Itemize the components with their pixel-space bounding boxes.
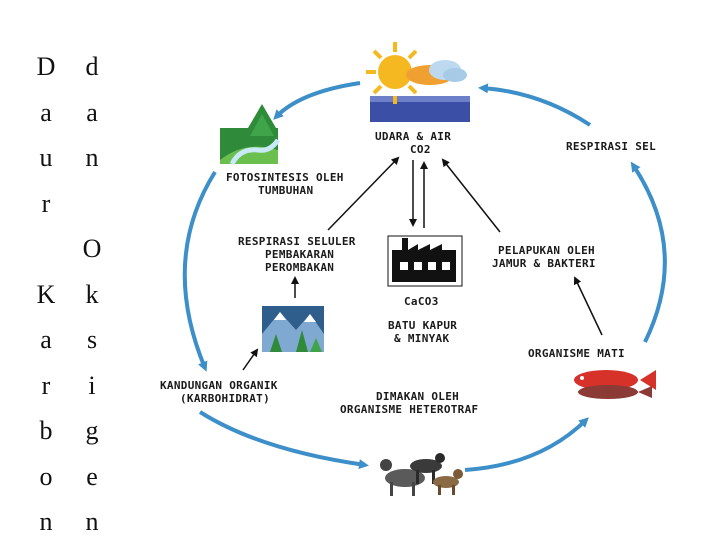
factory-icon: [387, 235, 463, 287]
title-letter: d: [85, 52, 99, 81]
label-batu-kapur-2: & MINYAK: [394, 332, 449, 345]
sun-sky-icon: [366, 42, 470, 122]
arrow-decay-to-co2: [441, 158, 501, 233]
title-letter: i: [88, 370, 96, 400]
label-dimakan-2: ORGANISME HETEROTRAF: [340, 403, 478, 416]
label-pelapukan-1: PELAPUKAN OLEH: [498, 244, 595, 257]
title-letter: r: [41, 188, 51, 218]
label-respirasi-seluler-2: PEMBAKARAN: [265, 248, 334, 261]
label-caco3: CaCO3: [404, 295, 439, 308]
title-letter: o: [39, 461, 53, 491]
label-udara-air: UDARA & AIR: [375, 130, 451, 143]
title-letter: n: [85, 143, 99, 172]
label-fotosintesis-2: TUMBUHAN: [258, 184, 313, 197]
label-respirasi-sel: RESPIRASI SEL: [566, 140, 656, 153]
label-co2: CO2: [410, 143, 431, 156]
cycle-arrow-sky-to-plant: [273, 81, 361, 120]
title-letter: a: [40, 97, 52, 127]
cycle-arrow-plant-to-organic: [182, 170, 217, 372]
plant-landscape-icon: [220, 104, 281, 166]
title-letter: e: [86, 461, 98, 491]
title-column-right: d a n O k s i g e n: [77, 44, 107, 545]
title-letter: r: [41, 370, 51, 400]
cycle-arrow-fish-to-respiration: [630, 161, 667, 343]
cycle-arrow-respiration-to-sky: [478, 83, 592, 127]
title-letter: D: [36, 52, 56, 81]
label-organisme-mati: ORGANISME MATI: [528, 347, 625, 360]
title-letter: n: [85, 507, 99, 536]
title-column-left: D a u r K a r b o n: [31, 44, 61, 545]
cycle-arrow-organic-to-animals: [198, 410, 369, 470]
title-letter: s: [86, 325, 98, 354]
label-batu-kapur-1: BATU KAPUR: [388, 319, 457, 332]
title-letter: k: [85, 279, 99, 309]
mountain-landscape-icon: [262, 306, 324, 352]
animals-icon: [380, 453, 463, 496]
title-letter: g: [85, 416, 99, 445]
label-kandungan-1: KANDUNGAN ORGANIK: [160, 379, 278, 392]
title-letter: O: [82, 234, 102, 263]
label-kandungan-2: (KARBOHIDRAT): [180, 392, 270, 405]
title-letter: a: [40, 325, 52, 354]
arrow-respiration-to-co2: [327, 156, 400, 231]
label-fotosintesis-1: FOTOSINTESIS OLEH: [226, 171, 344, 184]
title-letter: u: [39, 143, 53, 172]
label-respirasi-seluler-1: RESPIRASI SELULER: [238, 235, 356, 248]
title-letter: n: [39, 507, 53, 536]
label-respirasi-seluler-3: PEROMBAKAN: [265, 261, 334, 274]
title-letter: b: [39, 416, 53, 445]
dead-fish-icon: [574, 370, 656, 399]
arrow-organic-to-landscape: [242, 348, 259, 371]
title-letter: K: [36, 279, 56, 309]
title-letter: a: [86, 97, 98, 127]
cycle-arrow-animals-to-fish: [464, 417, 589, 472]
arrow-dead-to-decay: [573, 276, 603, 336]
label-dimakan-1: DIMAKAN OLEH: [376, 390, 459, 403]
label-pelapukan-2: JAMUR & BAKTERI: [492, 257, 596, 270]
